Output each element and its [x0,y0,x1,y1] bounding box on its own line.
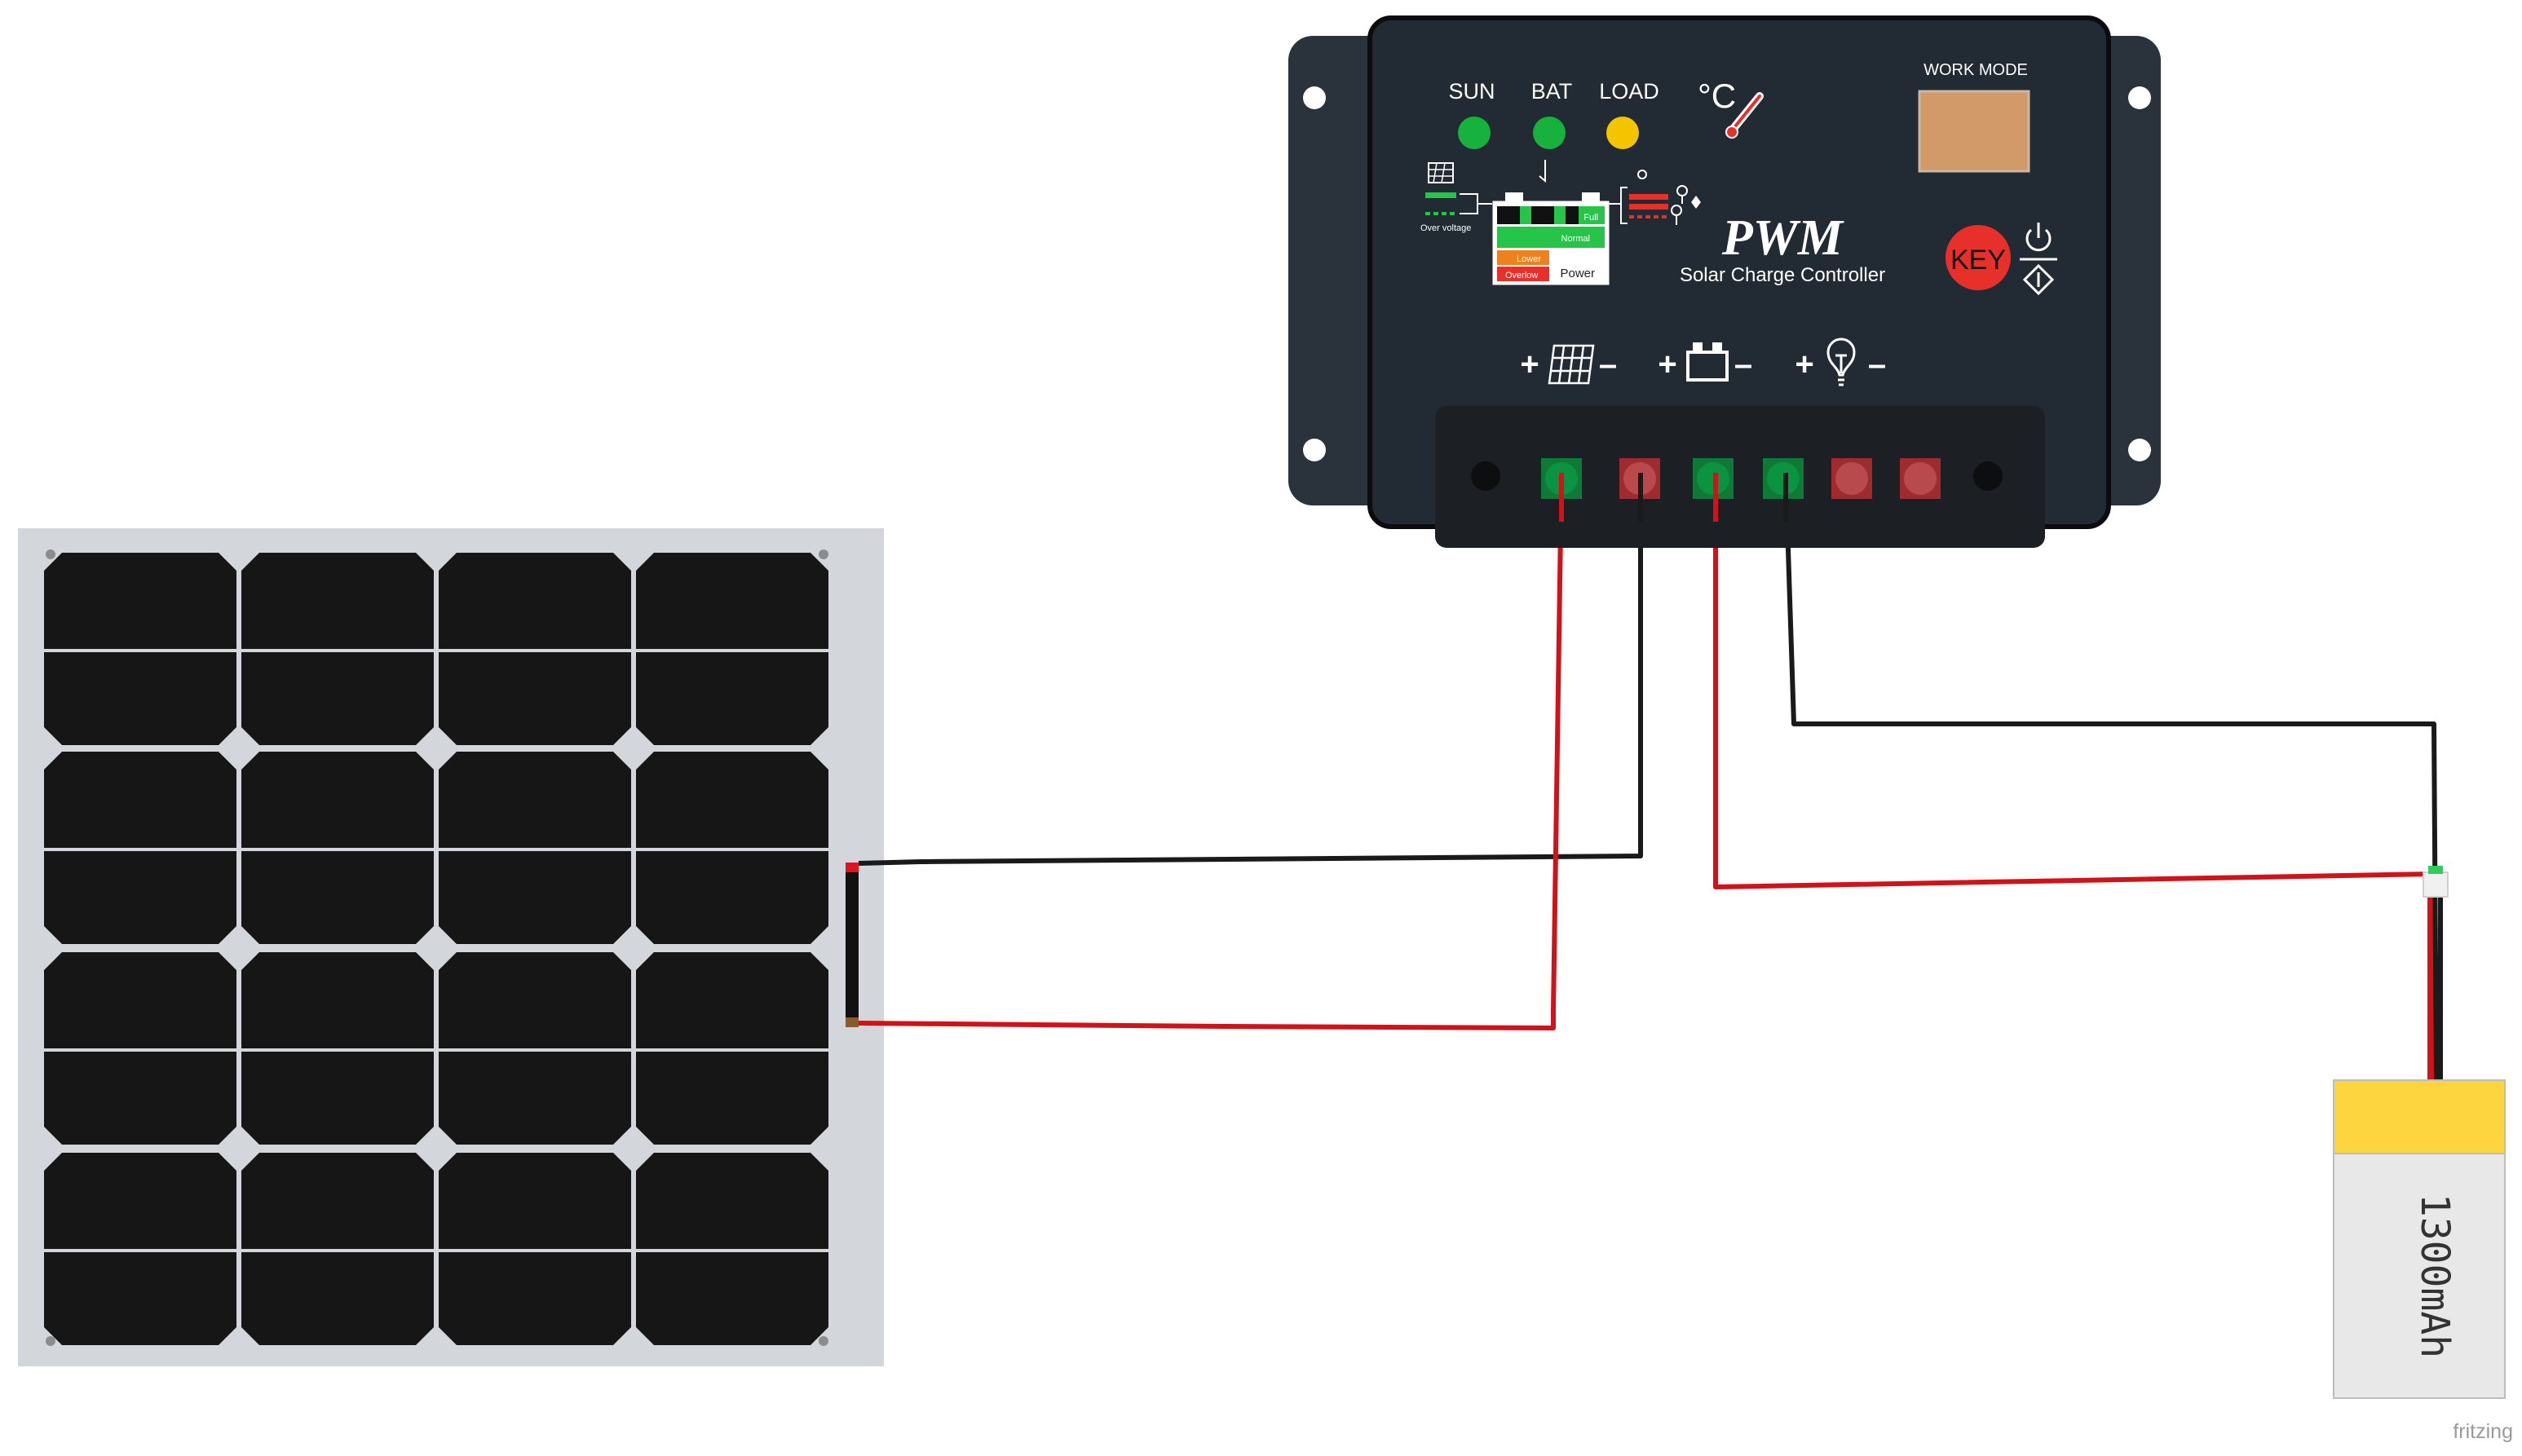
bat-led [1533,117,1566,149]
terminal-screw-hole [1471,461,1500,491]
svg-text:–: – [1734,346,1752,382]
panel-junction-box [846,863,859,1027]
panel-positive-terminal[interactable] [846,863,859,872]
svg-text:+: + [1658,346,1676,382]
terminal-group-load: + – [1795,338,1886,386]
panel-negative-terminal[interactable] [846,1017,859,1027]
battery-cap [2333,1079,2506,1154]
battery-status-diagram: Over voltage Full Normal Lower Overlow P… [1420,160,1701,285]
panel-screw [819,549,828,559]
mode-diamond-icon [2022,263,2055,296]
lipo-battery[interactable]: 1300mAh [2333,1079,2506,1399]
solar-panel-cells [44,553,828,1345]
sun-led [1458,117,1491,149]
work-mode-label: WORK MODE [1924,61,2028,79]
svg-text:Normal: Normal [1561,234,1590,244]
mount-hole [1303,86,1326,109]
battery-icon [1686,342,1729,382]
mount-hole [2128,439,2151,461]
bulb-icon [1826,338,1856,386]
mount-hole [1303,439,1326,461]
battery-body [2333,1153,2506,1399]
wire-red-panel[interactable] [858,474,1564,1030]
svg-text:Overlow: Overlow [1505,271,1538,280]
svg-text:Full: Full [1583,213,1598,223]
panel-screw [46,1336,55,1346]
brand-label: PWM [1721,210,1844,266]
thermometer-icon [1725,92,1764,139]
panel-screw [46,549,55,559]
mount-hole [2128,86,2151,109]
terminal-load-positive[interactable] [1831,458,1872,499]
charge-controller[interactable]: SUN BAT LOAD °C WORK MODE Over [1288,15,2161,548]
battery-connector[interactable] [2423,871,2449,898]
bat-label: BAT [1531,79,1573,104]
work-mode-display [1918,90,2030,173]
subtitle-label: Solar Charge Controller [1680,264,1885,286]
svg-text:+: + [1795,346,1813,382]
load-label: LOAD [1599,79,1659,104]
small-solar-icon [1428,162,1454,183]
key-button-label: KEY [1950,245,2006,276]
terminal-screw-hole [1973,461,2003,491]
battery-capacity-label: 1300mAh [2412,1193,2458,1358]
small-sparkle-icon [1691,196,1701,209]
wire-terminal-ends [1559,473,1788,522]
wires [858,474,2449,1081]
temperature-symbol: °C [1698,77,1736,115]
svg-text:–: – [1868,346,1886,382]
wire-black-panel[interactable] [858,474,1643,866]
solar-panel[interactable] [18,528,884,1366]
key-button[interactable] [1946,225,2011,290]
solar-panel-icon [1548,344,1595,385]
wire-black-battery[interactable] [1783,474,2439,1081]
terminal-load-negative[interactable] [1900,458,1941,499]
sun-label: SUN [1448,79,1495,104]
fritzing-watermark: fritzing [2453,1420,2513,1443]
svg-text:Power: Power [1560,267,1595,280]
panel-screw [819,1336,828,1346]
svg-text:–: – [1599,346,1617,382]
terminal-block [1435,406,2045,548]
terminal-group-solar: + – [1520,344,1617,385]
battery-connector-tab [2428,866,2443,874]
small-bulb-icon [1637,170,1688,225]
power-icon [2025,223,2052,252]
svg-text:+: + [1520,346,1539,382]
wire-red-battery[interactable] [1713,474,2436,1080]
load-led [1606,117,1639,149]
svg-text:Lower: Lower [1517,254,1541,264]
terminal-group-battery: + – [1658,342,1752,382]
over-voltage-label: Over voltage [1420,223,1471,233]
